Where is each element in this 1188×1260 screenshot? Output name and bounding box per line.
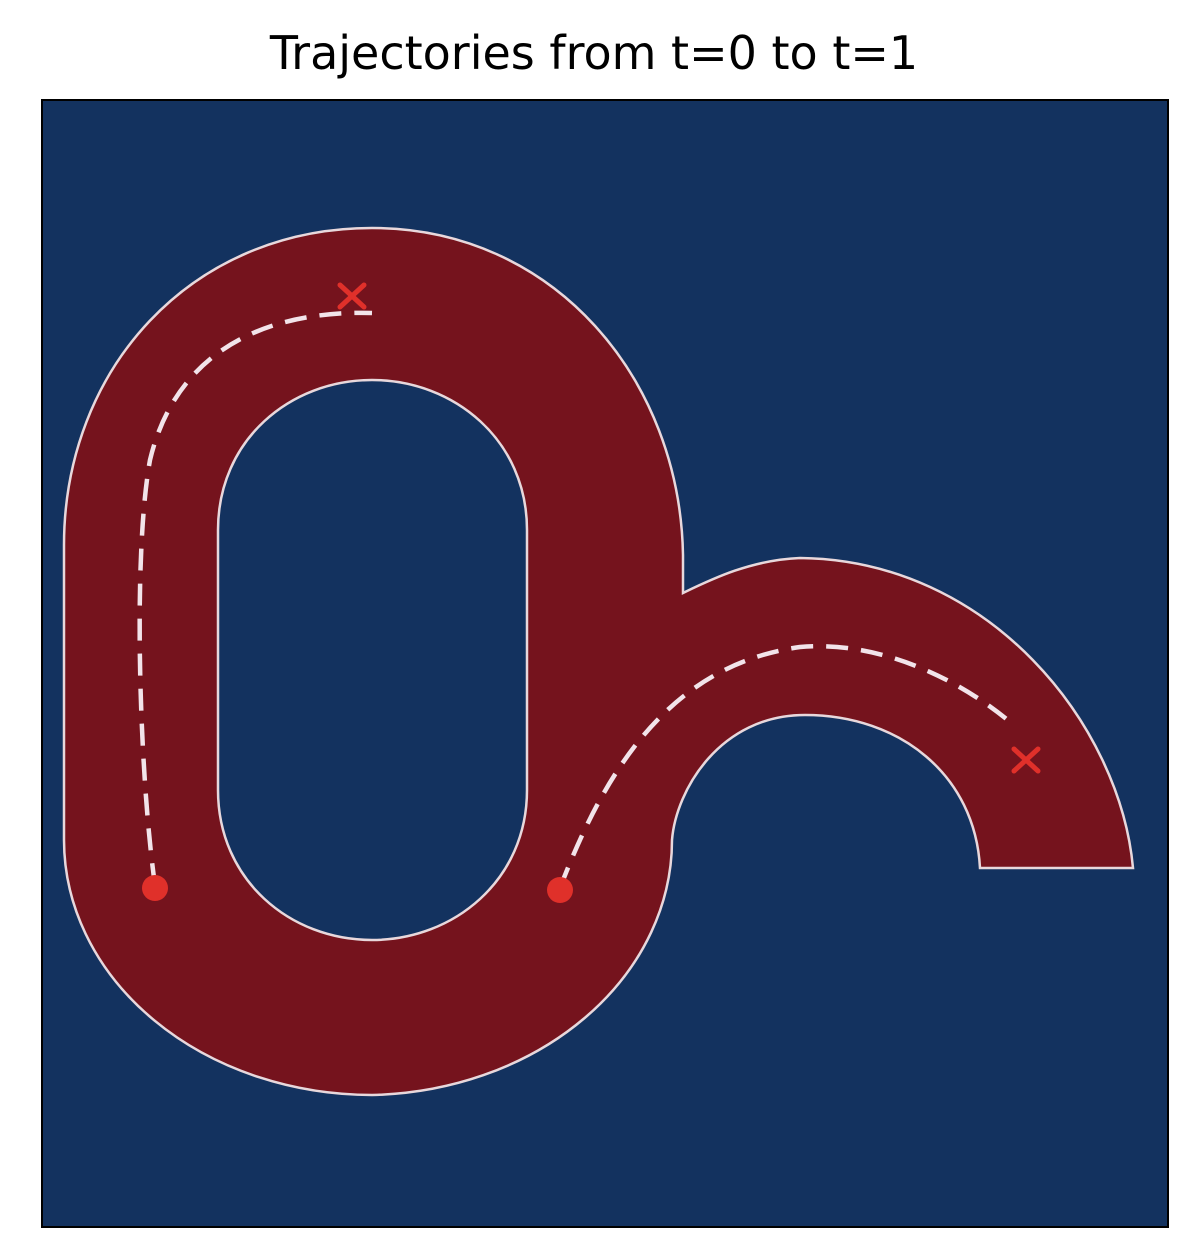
track-region: [62, 226, 1135, 1097]
axes-frame: [41, 99, 1169, 1228]
start-marker: [547, 877, 573, 903]
plot-title: Trajectories from t=0 to t=1: [269, 26, 919, 80]
trajectory-right: [557, 643, 1012, 889]
end-marker: [337, 282, 367, 310]
trajectory-left: [137, 310, 373, 886]
start-marker: [142, 875, 168, 901]
end-marker: [1011, 746, 1041, 774]
